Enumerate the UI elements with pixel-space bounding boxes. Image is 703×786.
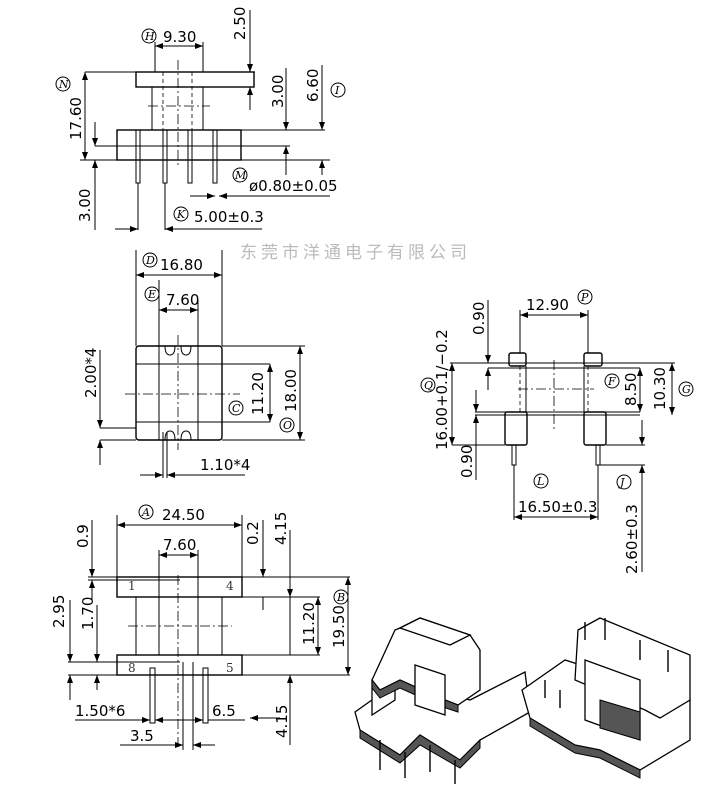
- dim-end-pin-span: 16.50±0.3: [518, 498, 597, 516]
- tag-d: D: [145, 254, 155, 267]
- pin-label-5: 5: [226, 661, 234, 675]
- dim-center-gap: 6.5: [212, 702, 236, 720]
- pin-label-8: 8: [128, 661, 136, 675]
- dim-end-window: 8.50: [622, 373, 640, 406]
- dim-pin-pitch: 5.00±0.3: [194, 208, 264, 226]
- tag-p: P: [580, 291, 589, 304]
- pin-label-4: 4: [226, 579, 234, 593]
- dim-edge: 2.95: [50, 595, 68, 628]
- dim-width-top: 9.30: [163, 28, 196, 46]
- dim-slot: 2.00*4: [82, 348, 100, 398]
- tag-g: G: [682, 383, 691, 396]
- dim-flange-top: 2.50: [231, 7, 249, 40]
- pins: [135, 129, 218, 184]
- watermark: 东莞市洋通电子有限公司: [240, 243, 471, 263]
- dim-flange: 1.70: [79, 597, 97, 630]
- tag-b: B: [336, 591, 345, 604]
- dim-depth: 3.00: [269, 75, 287, 108]
- dim-side-inner: 11.20: [249, 372, 267, 415]
- dim-end-top-flange: 0.90: [470, 302, 488, 335]
- dim-gap: 0.2: [244, 521, 262, 545]
- dim-flange-offset: 0.9: [74, 524, 92, 548]
- dim-side-core: 7.60: [166, 291, 199, 309]
- dim-bottom-window: 11.20: [300, 602, 318, 645]
- tag-f: F: [607, 375, 616, 388]
- dim-notch: 1.10*4: [200, 456, 250, 474]
- dim-pin-gap: 3.5: [130, 727, 154, 745]
- end-view: 12.90 P 0.90 Q 16.00+0.1/−0.2 F 8.50 10.…: [420, 289, 694, 574]
- tag-l: L: [536, 475, 544, 488]
- dim-bottom-core: 7.60: [163, 536, 196, 554]
- tag-k: K: [176, 208, 186, 221]
- isometric-view-front: [354, 617, 531, 784]
- pin-label-1: 1: [128, 579, 136, 593]
- tag-h: H: [144, 30, 155, 43]
- dim-end-pin-length: 2.60±0.3: [623, 504, 641, 574]
- dim-pin-diameter: ø0.80±0.05: [249, 177, 338, 195]
- dim-bottom-margin: 4.15: [273, 705, 291, 738]
- top-view: 9.30 H 2.50 3.00 6.60 I N 17.60 3.00 M ø…: [55, 7, 346, 232]
- bottom-view: 1 4 8 5 A 24.50 7.60 0.9 0.2 4.15 11.20 …: [50, 504, 351, 750]
- dim-end-overall: 10.30: [651, 367, 669, 410]
- tag-a: A: [141, 506, 150, 519]
- tag-j: J: [618, 476, 625, 489]
- dim-side-width: 16.80: [160, 256, 203, 274]
- dim-pin-length: 3.00: [76, 189, 94, 222]
- dim-end-top-width: 12.90: [526, 296, 569, 314]
- tag-m: M: [234, 169, 247, 182]
- dim-pitch: 1.50*6: [75, 702, 125, 720]
- dim-side-outer: 18.00: [282, 369, 300, 412]
- dim-overall: 17.60: [67, 97, 85, 140]
- tag-n: N: [58, 78, 69, 91]
- dim-end-height: 16.00+0.1/−0.2: [433, 329, 451, 450]
- tag-c: C: [232, 402, 241, 415]
- isometric-view-back: [521, 617, 691, 779]
- dim-bottom-length: 24.50: [162, 506, 205, 524]
- tag-i: I: [334, 84, 340, 97]
- dim-end-bottom-flange: 0.90: [458, 445, 476, 478]
- dim-height-total: 6.60: [304, 69, 322, 102]
- tag-o: O: [283, 419, 292, 432]
- tag-e: E: [147, 288, 156, 301]
- dim-bottom-overall: 19.50: [330, 605, 348, 648]
- side-view: D 16.80 E 7.60 2.00*4 C 11.20 O 18.00 1.…: [82, 250, 305, 478]
- tag-q: Q: [424, 379, 433, 392]
- dim-top-margin: 4.15: [272, 512, 290, 545]
